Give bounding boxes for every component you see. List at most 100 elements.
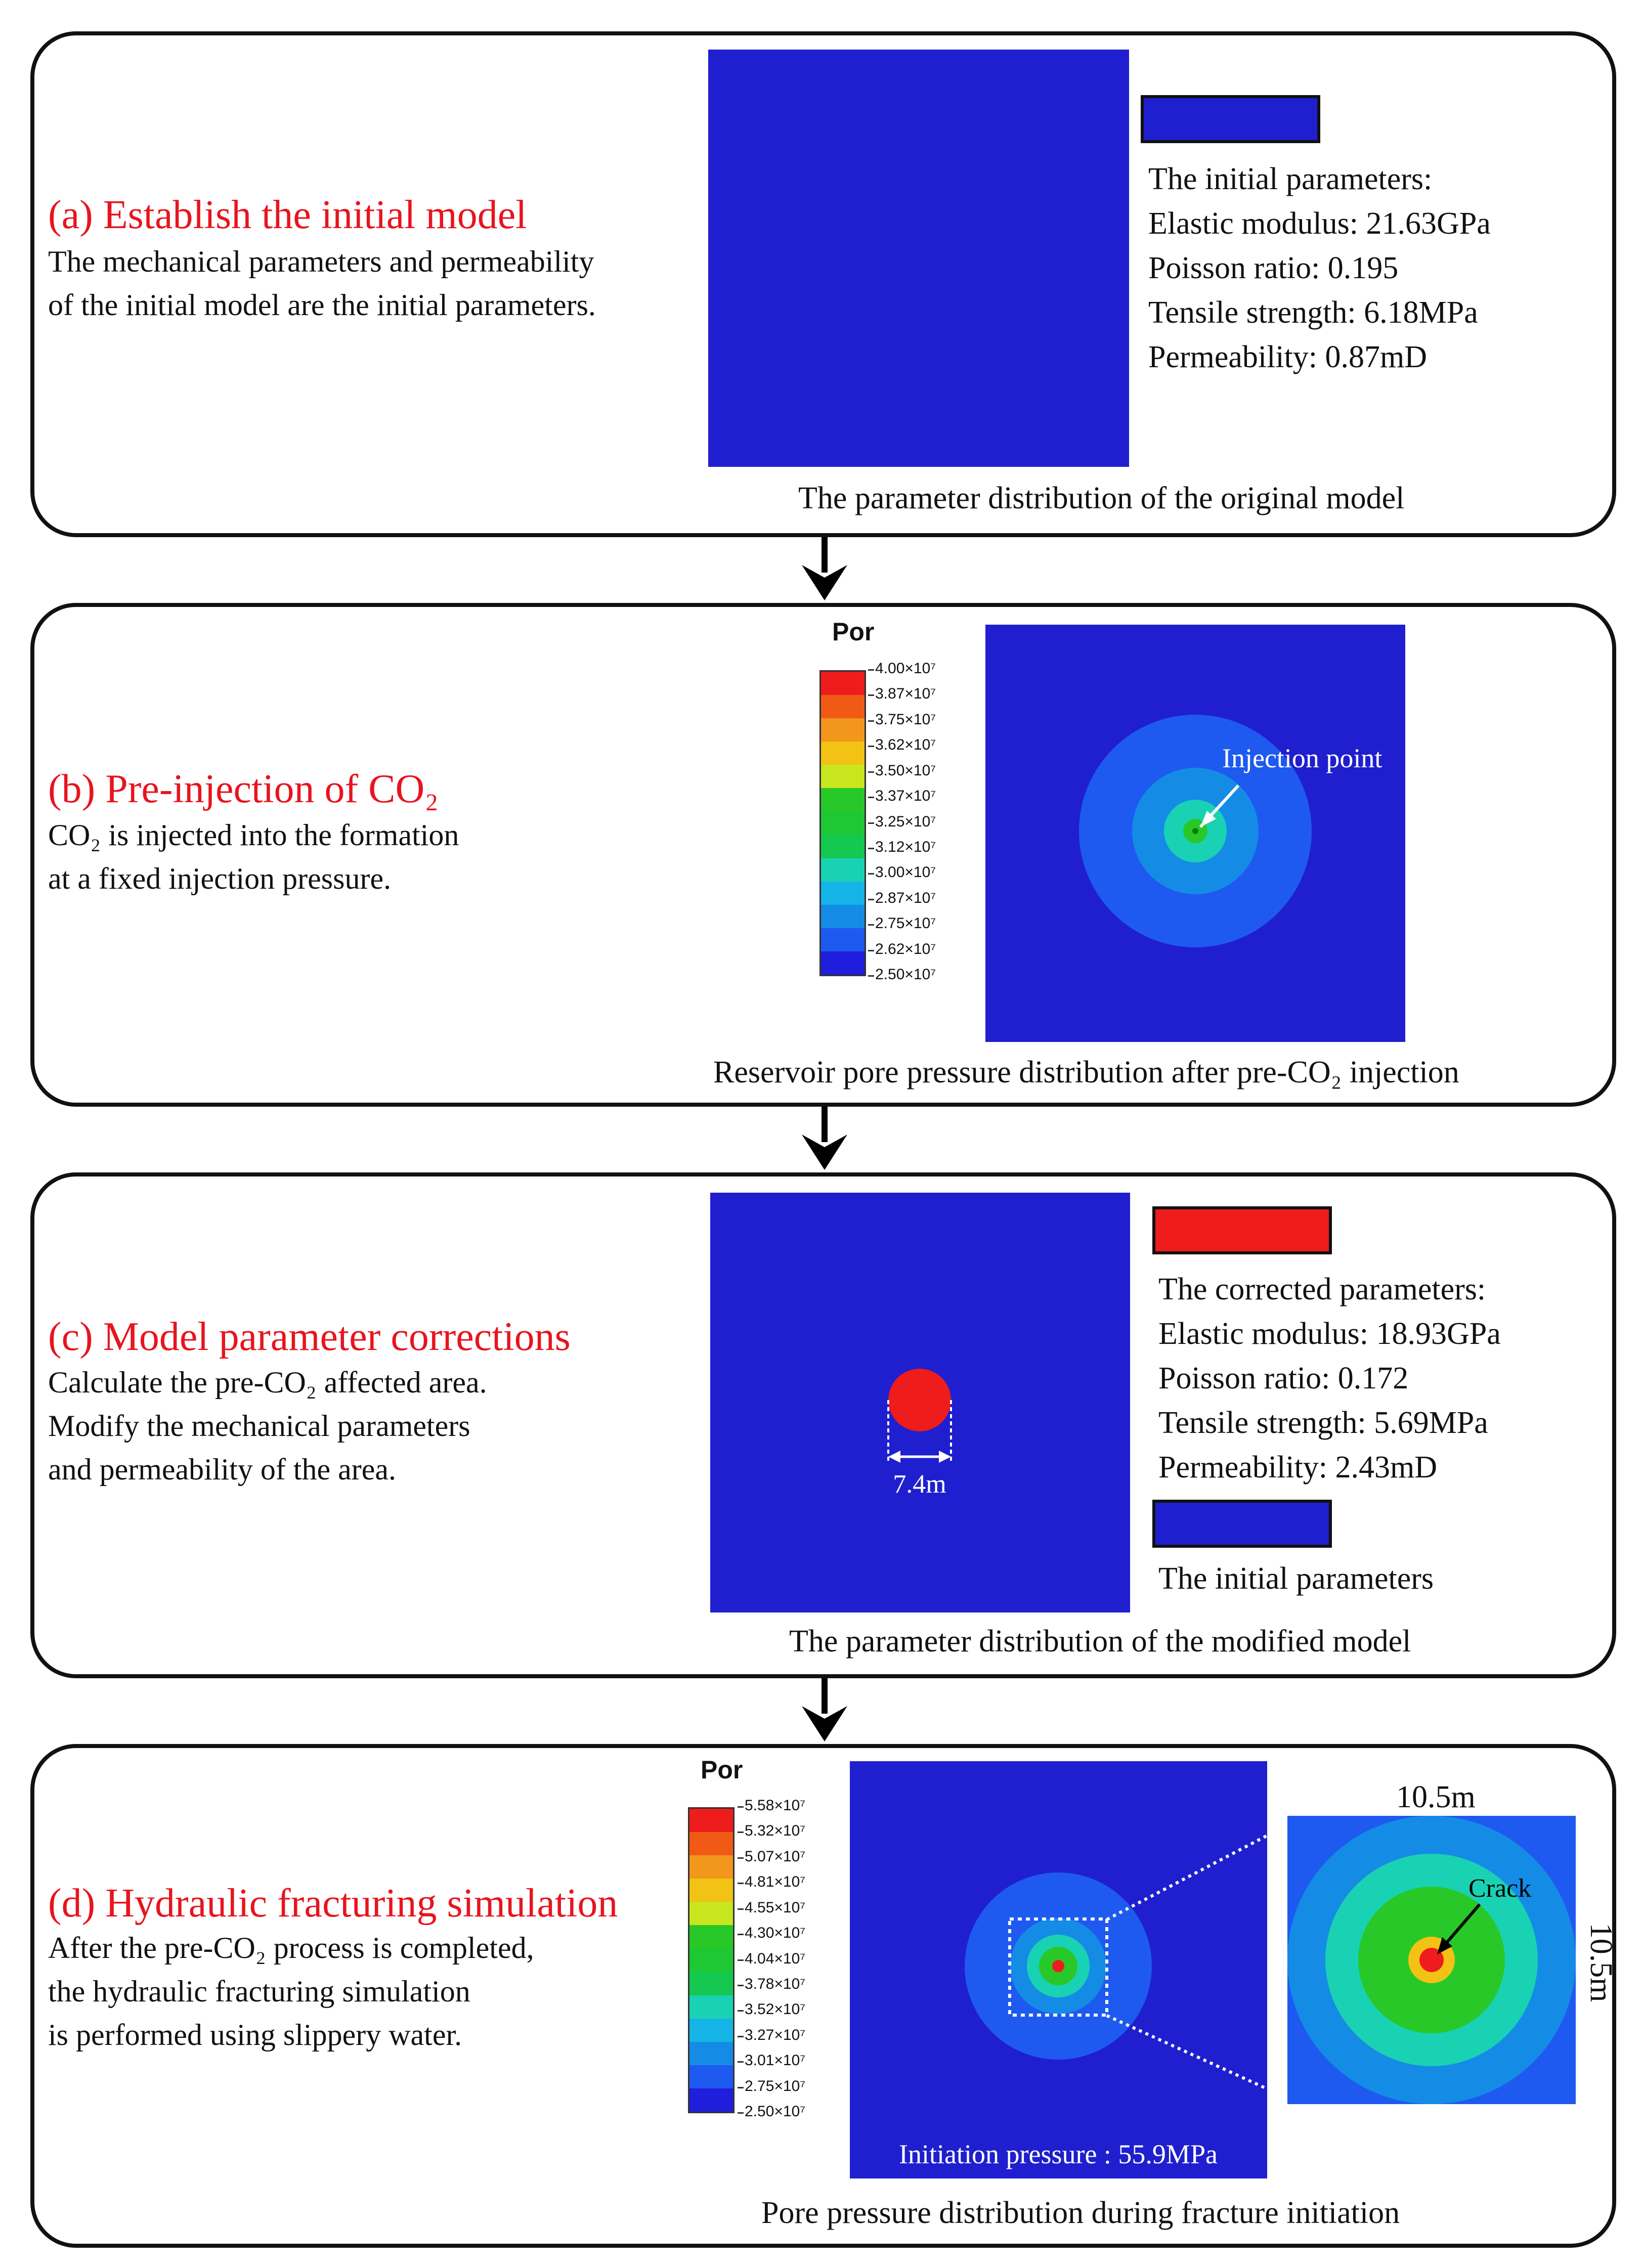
panel-b-caption: Reservoir pore pressure distribution aft…: [713, 1055, 1459, 1089]
crack-arrowhead: [1437, 1937, 1452, 1954]
corrected-tensile-strength: Tensile strength: 5.69MPa: [1158, 1406, 1488, 1440]
legend-b-color-step: [821, 788, 865, 812]
corrected-parameters-header: The corrected parameters:: [1158, 1272, 1486, 1306]
panel-b-description: CO₂ is injected into the formation at a …: [48, 818, 459, 895]
initial-parameter-swatch: [1141, 95, 1320, 143]
legend-d-color-step: [689, 1995, 733, 2019]
original-model-field: [708, 50, 1129, 467]
legend-b-color-step: [821, 742, 865, 765]
legend-b-color-bar: [819, 670, 866, 976]
legend-d-color-step: [689, 2041, 733, 2065]
corrected-parameter-list: The corrected parameters: Elastic modulu…: [1158, 1267, 1501, 1490]
modified-model-field: 7.4m: [710, 1193, 1130, 1612]
legend-d-color-step: [689, 2088, 733, 2112]
legend-d-tick-label: 4.04×10⁷: [737, 1950, 806, 1967]
legend-d-tick-label: 2.75×10⁷: [737, 2077, 806, 2095]
legend-d-title: Por: [701, 1756, 743, 1784]
injection-point-arrowhead: [1200, 811, 1216, 827]
legend-d-color-step: [689, 1902, 733, 1926]
legend-b-color-step: [821, 951, 865, 975]
pore-pressure-map-b: Injection point: [985, 625, 1405, 1042]
legend-d-color-step: [689, 2018, 733, 2042]
legend-d-tick-label: 3.52×10⁷: [737, 2001, 806, 2018]
crack-label: Crack: [1468, 1874, 1531, 1903]
legend-b-tick-label: 2.50×10⁷: [868, 966, 936, 983]
injection-point-label: Injection point: [1222, 743, 1382, 773]
initial-parameters-label-c: The initial parameters: [1158, 1561, 1434, 1596]
legend-d-color-step: [689, 1809, 733, 1833]
legend-b-color-step: [821, 718, 865, 742]
flow-arrow-a-to-b: [802, 537, 847, 600]
zoom-height-label-holder: 10.5m: [1584, 1923, 1616, 2002]
legend-d-color-step: [689, 1948, 733, 1972]
legend-d-tick-label: 5.07×10⁷: [737, 1848, 806, 1865]
legend-b-tick-label: 2.87×10⁷: [868, 889, 936, 906]
initial-permeability: Permeability: 0.87mD: [1148, 340, 1428, 374]
legend-d-tick-label: 4.81×10⁷: [737, 1873, 806, 1891]
legend-b-tick-label: 3.12×10⁷: [868, 838, 936, 855]
panel-c-description: Calculate the pre-CO₂ affected area. Mod…: [48, 1366, 487, 1486]
zoom-height-label: 10.5m: [1584, 1923, 1616, 2002]
legend-b-tick-label: 3.62×10⁷: [868, 736, 936, 754]
zoom-connector-lines: [1106, 1823, 1288, 2100]
legend-b-color-step: [821, 835, 865, 858]
legend-b-title: Por: [832, 618, 875, 646]
corrected-parameter-swatch: [1152, 1206, 1332, 1254]
initial-parameters-header: The initial parameters:: [1148, 162, 1433, 196]
initial-elastic-modulus: Elastic modulus: 21.63GPa: [1148, 206, 1491, 241]
legend-b-color-step: [821, 765, 865, 789]
panel-a-title: (a) Establish the initial model: [48, 193, 527, 237]
legend-d-color-step: [689, 1972, 733, 1995]
panel-c-title: (c) Model parameter corrections: [48, 1315, 571, 1359]
legend-d-tick-label: 4.30×10⁷: [737, 1925, 806, 1942]
legend-d-tick-label: 3.78×10⁷: [737, 1975, 806, 1992]
legend-b-color-step: [821, 858, 865, 882]
initiation-pressure-label: Initiation pressure : 55.9MPa: [899, 2139, 1218, 2169]
legend-b-tick-label: 3.50×10⁷: [868, 762, 936, 779]
legend-b-tick-label: 2.62×10⁷: [868, 940, 936, 957]
legend-d-color-step: [689, 2065, 733, 2088]
legend-d-tick-label: 5.32×10⁷: [737, 1822, 806, 1840]
legend-b-tick-label: 4.00×10⁷: [868, 660, 936, 677]
legend-d-tick-label: 4.55×10⁷: [737, 1899, 806, 1916]
initial-parameter-swatch-c: [1152, 1500, 1332, 1548]
legend-d-color-step: [689, 1832, 733, 1856]
legend-b-labels: 4.00×10⁷ 3.87×10⁷ 3.75×10⁷ 3.62×10⁷ 3.50×10⁷…: [868, 660, 976, 984]
zoom-selection-box: [1008, 1917, 1108, 2017]
panel-d-caption: Pore pressure distribution during fractu…: [761, 2196, 1400, 2230]
flow-arrow-c-to-d: [802, 1678, 847, 1741]
legend-d-color-bar: [688, 1807, 734, 2113]
legend-b-tick-label: 2.75×10⁷: [868, 915, 936, 932]
corrected-elastic-modulus: Elastic modulus: 18.93GPa: [1158, 1317, 1501, 1351]
panel-c-caption: The parameter distribution of the modifi…: [789, 1624, 1411, 1659]
panel-d-title: (d) Hydraulic fracturing simulation: [48, 1881, 618, 1926]
legend-b-tick-label: 3.75×10⁷: [868, 711, 936, 728]
legend-b-color-step: [821, 904, 865, 928]
initial-parameter-list: The initial parameters: Elastic modulus:…: [1148, 157, 1491, 379]
legend-b-tick-label: 3.00×10⁷: [868, 864, 936, 881]
legend-b-color-step: [821, 672, 865, 695]
diameter-label: 7.4m: [893, 1470, 946, 1499]
panel-b-title: (b) Pre-injection of CO₂: [48, 767, 439, 811]
diameter-arrowhead-left: [888, 1451, 900, 1463]
corrected-poisson-ratio: Poisson ratio: 0.172: [1158, 1361, 1409, 1395]
zoom-width-label: 10.5m: [1396, 1780, 1476, 1814]
corrected-permeability: Permeability: 2.43mD: [1158, 1450, 1438, 1485]
legend-d-tick-label: 3.01×10⁷: [737, 2052, 806, 2069]
legend-b-tick-label: 3.37×10⁷: [868, 788, 936, 805]
map-d-crack-zone: [1052, 1960, 1064, 1972]
legend-d-tick-label: 5.58×10⁷: [737, 1797, 806, 1814]
legend-b-color-step: [821, 695, 865, 719]
diameter-arrowhead-right: [939, 1451, 951, 1463]
legend-b-tick-label: 3.87×10⁷: [868, 685, 936, 703]
pore-pressure-map-d: Initiation pressure : 55.9MPa: [850, 1761, 1267, 2178]
legend-b-color-step: [821, 928, 865, 951]
legend-d-color-step: [689, 1855, 733, 1879]
zoomed-crack-view: Crack: [1287, 1816, 1576, 2104]
initiation-label-backdrop: [850, 2135, 1267, 2178]
affected-area-circle: [888, 1369, 951, 1431]
legend-d-color-step: [689, 1925, 733, 1949]
initial-tensile-strength: Tensile strength: 6.18MPa: [1148, 295, 1478, 330]
panel-a-caption: The parameter distribution of the origin…: [798, 481, 1405, 515]
legend-b-color-step: [821, 811, 865, 835]
